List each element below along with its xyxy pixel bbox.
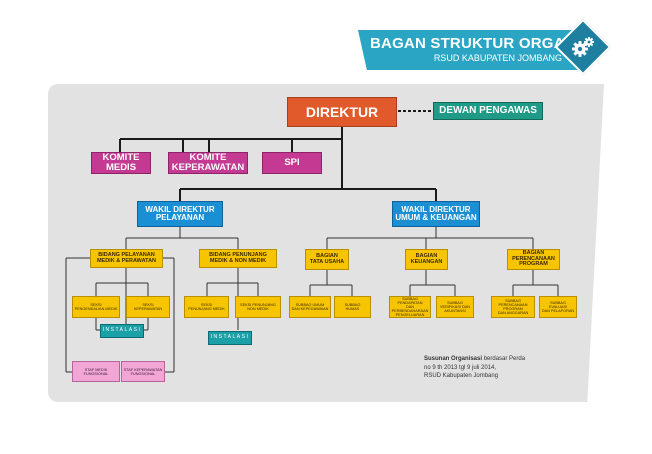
footnote-line2: no 9 th 2013 tgl 9 juli 2014, — [424, 364, 497, 371]
bagian-tata-usaha-box: BAGIAN TATA USAHA — [305, 249, 349, 270]
subbag-umum-kepegawaian-box: SUBBAG UMUM DAN KEPEGAWAIAN — [289, 296, 331, 318]
dewan-pengawas-box: DEWAN PENGAWAS — [433, 102, 543, 120]
wakil-direktur-pelayanan-box: WAKIL DIREKTUR PELAYANAN — [137, 201, 223, 227]
seksi-penunjang-medik-box: SEKSI PENUNJANG MEDIK — [184, 296, 229, 318]
direktur-box: DIREKTUR — [287, 97, 397, 127]
footnote: Susunan Organisasi berdasar Perda no 9 t… — [424, 355, 574, 381]
footnote-line3: RSUD Kabupaten Jombang — [424, 373, 499, 380]
subbag-verifikasi-box: SUBBAG VERIFIKASI DAN AKUNTANSI — [436, 296, 474, 318]
seksi-penunjang-non-medik-box: SEKSI PENUNJANG NON MEDIK — [235, 296, 281, 318]
gears-icon — [572, 37, 594, 57]
staf-medik-box: STAF MEDIK FUNGSIONAL — [72, 361, 120, 382]
subbag-pendapatan-box: SUBBAG PENDAPATAN DAN PERBENDAHARAAN PEN… — [389, 296, 431, 318]
subbag-evaluasi-box: SUBBAG EVALUASI DAN PELAPORAN — [539, 296, 577, 318]
page-subtitle: RSUD KABUPATEN JOMBANG — [433, 53, 562, 63]
seksi-keperawatan-box: SEKSI KEPERAWATAN — [126, 296, 170, 318]
komite-keperawatan-box: KOMITE KEPERAWATAN — [168, 152, 248, 174]
page-title: BAGAN STRUKTUR ORGANISASI — [370, 35, 616, 52]
instalasi-penunjang-box: INSTALASI — [208, 331, 252, 345]
bidang-pelayanan-box: BIDANG PELAYANAN MEDIK & PERAWATAN — [90, 249, 163, 268]
subbag-perencanaan-anggaran-box: SUBBAG PERENCANAAN PROGRAM DAN ANGGARAN — [491, 296, 535, 318]
footnote-lead: Susunan Organisasi — [424, 356, 483, 362]
spi-box: SPI — [262, 152, 322, 174]
bagian-keuangan-box: BAGIAN KEUANGAN — [405, 249, 448, 270]
chart-panel — [48, 84, 604, 402]
komite-medis-box: KOMITE MEDIS — [91, 152, 151, 174]
header-banner — [358, 30, 580, 70]
wakil-direktur-umum-box: WAKIL DIREKTUR UMUM & KEUANGAN — [392, 201, 480, 227]
footnote-line1: berdasar Perda — [482, 356, 526, 362]
subbag-humas-box: SUBBAG HUMAS — [334, 296, 371, 318]
instalasi-pelayanan-box: INSTALASI — [100, 324, 144, 338]
bidang-penunjang-box: BIDANG PENUNJANG MEDIK & NON MEDIK — [199, 249, 277, 268]
seksi-pengendalian-medik-box: SEKSI PENGENDALIAN MEDIK — [72, 296, 120, 318]
staf-keperawatan-box: STAF KEPERAWATAN FUNGSIONAL — [121, 361, 165, 382]
bagian-perencanaan-box: BAGIAN PERENCANAAN PROGRAM — [507, 249, 560, 270]
